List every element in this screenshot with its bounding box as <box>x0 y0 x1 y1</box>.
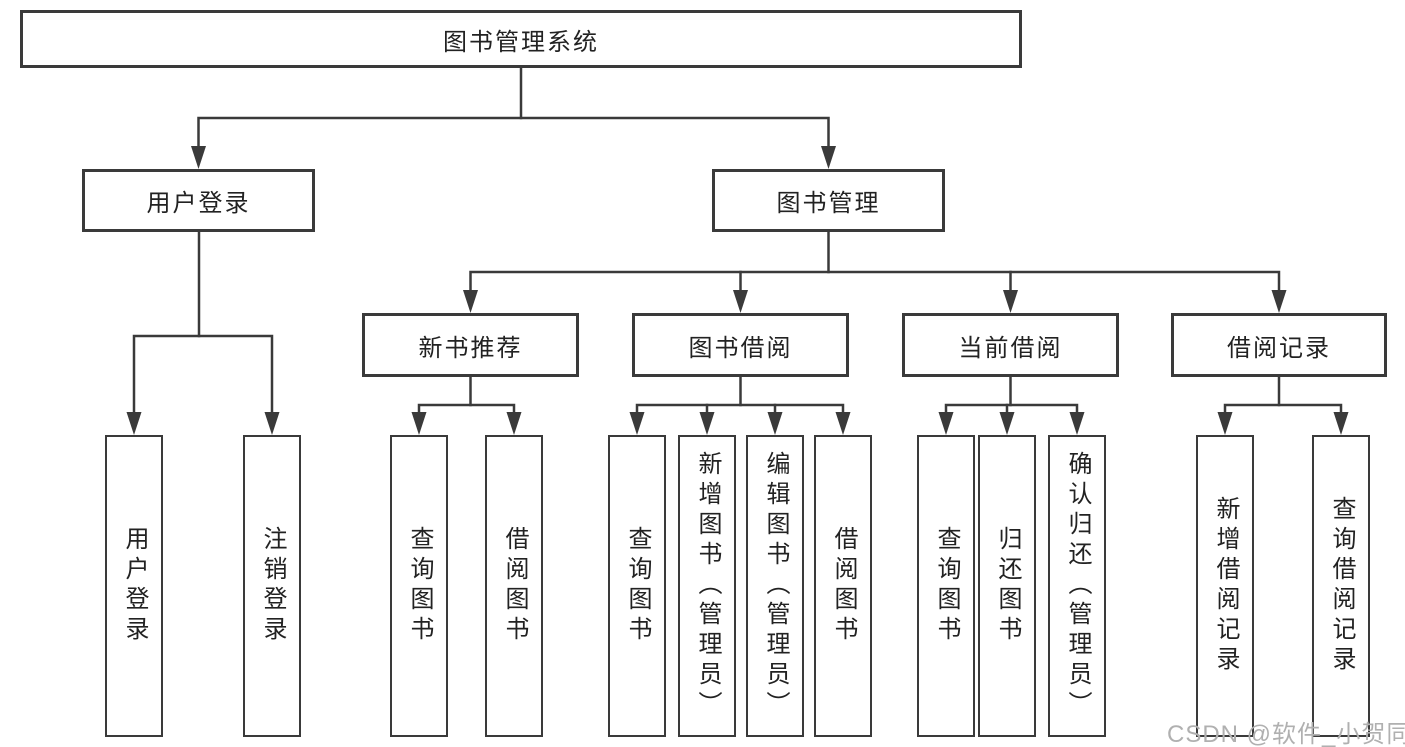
arrow-down-icon <box>938 412 954 435</box>
arrow-down-icon <box>699 412 715 435</box>
node-leaf-borrow-books-2: 借阅图书 <box>814 435 872 737</box>
node-leaf-confirm-return-admin: 确认归还（管理员） <box>1048 435 1106 737</box>
arrow-down-icon <box>1271 290 1287 313</box>
arrow-down-icon <box>999 412 1015 435</box>
node-leaf-query-borrow-record: 查询借阅记录 <box>1312 435 1370 737</box>
arrow-down-icon <box>463 290 478 313</box>
node-book-management: 图书管理 <box>712 169 945 232</box>
csdn-watermark: CSDN @软件_小贺同学 <box>1167 721 1405 747</box>
arrow-down-icon <box>1003 290 1018 313</box>
node-borrow-records: 借阅记录 <box>1171 313 1387 377</box>
arrow-down-icon <box>264 412 280 435</box>
node-leaf-borrow-books-1: 借阅图书 <box>485 435 543 737</box>
arrow-down-icon <box>126 412 142 435</box>
node-leaf-logout: 注销登录 <box>243 435 301 737</box>
arrow-down-icon <box>506 412 522 435</box>
node-leaf-return-books: 归还图书 <box>978 435 1036 737</box>
arrow-down-icon <box>191 146 206 169</box>
arrow-down-icon <box>835 412 851 435</box>
arrow-down-icon <box>1069 412 1085 435</box>
arrow-down-icon <box>733 290 748 313</box>
node-new-book-recommend: 新书推荐 <box>362 313 579 377</box>
node-leaf-add-borrow-record: 新增借阅记录 <box>1196 435 1254 737</box>
arrow-down-icon <box>1333 412 1349 435</box>
node-book-borrow: 图书借阅 <box>632 313 849 377</box>
arrow-down-icon <box>767 412 783 435</box>
arrow-down-icon <box>1217 412 1233 435</box>
node-leaf-query-books-3: 查询图书 <box>917 435 975 737</box>
node-library-system: 图书管理系统 <box>20 10 1022 68</box>
node-leaf-user-login: 用户登录 <box>105 435 163 737</box>
arrow-down-icon <box>411 412 427 435</box>
node-user-login: 用户登录 <box>82 169 315 232</box>
arrow-down-icon <box>629 412 645 435</box>
node-leaf-query-books-1: 查询图书 <box>390 435 448 737</box>
node-leaf-add-books-admin: 新增图书（管理员） <box>678 435 736 737</box>
node-leaf-query-books-2: 查询图书 <box>608 435 666 737</box>
node-current-borrow: 当前借阅 <box>902 313 1119 377</box>
arrow-down-icon <box>821 146 836 169</box>
node-leaf-edit-books-admin: 编辑图书（管理员） <box>746 435 804 737</box>
